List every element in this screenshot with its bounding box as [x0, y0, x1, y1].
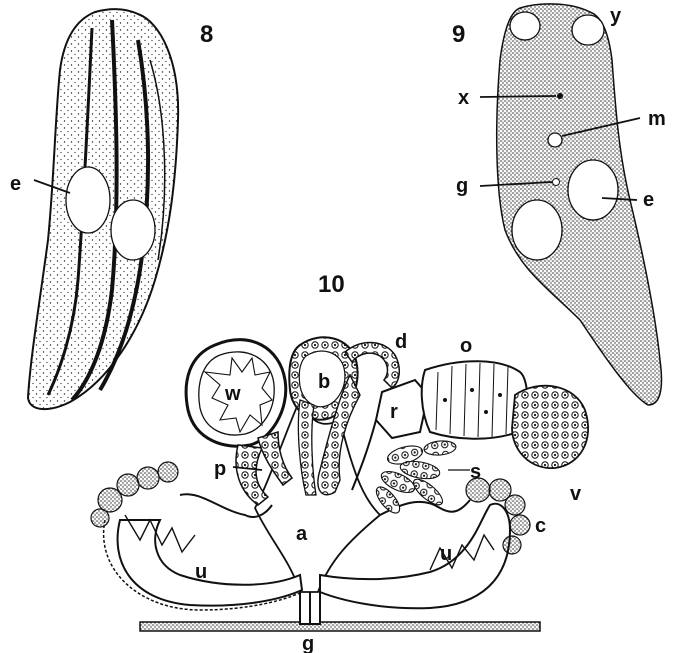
fig10-label-b: b: [318, 371, 330, 393]
fig10-label-v: v: [570, 483, 582, 505]
fig10-label-u-left: u: [195, 561, 207, 583]
fig10-label-w: w: [224, 383, 241, 405]
fig8-label-e: e: [10, 173, 21, 195]
fig10-label-r: r: [390, 401, 398, 423]
fig9-label-x: x: [458, 87, 469, 109]
fig8-number: 8: [200, 21, 213, 48]
fig10-left-glands: [91, 462, 178, 527]
fig10-substrate: [140, 622, 540, 631]
figure-10-section: 10: [91, 271, 588, 653]
fig9-label-m: m: [648, 108, 666, 130]
fig9-number: 9: [452, 21, 465, 48]
fig10-chamber-r: [376, 380, 428, 438]
fig10-label-d: d: [395, 331, 407, 353]
fig10-label-p: p: [214, 458, 226, 480]
fig9-label-g: g: [456, 175, 468, 197]
figure-8-worm: e 8: [10, 9, 213, 409]
fig10-label-c: c: [535, 515, 546, 537]
fig10-label-a: a: [296, 523, 308, 545]
fig10-label-o: o: [460, 335, 472, 357]
fig10-label-u-right: u: [440, 543, 452, 565]
fig9-label-y: y: [610, 5, 622, 27]
fig10-label-g: g: [302, 633, 314, 653]
fig9-label-e: e: [643, 189, 654, 211]
fig10-lobe-v: [512, 386, 588, 468]
fig10-number: 10: [318, 271, 345, 298]
figure-9-worm: y x m g e 9: [452, 4, 666, 405]
fig10-cluster-s: [372, 440, 456, 517]
fig10-label-s: s: [470, 461, 481, 483]
